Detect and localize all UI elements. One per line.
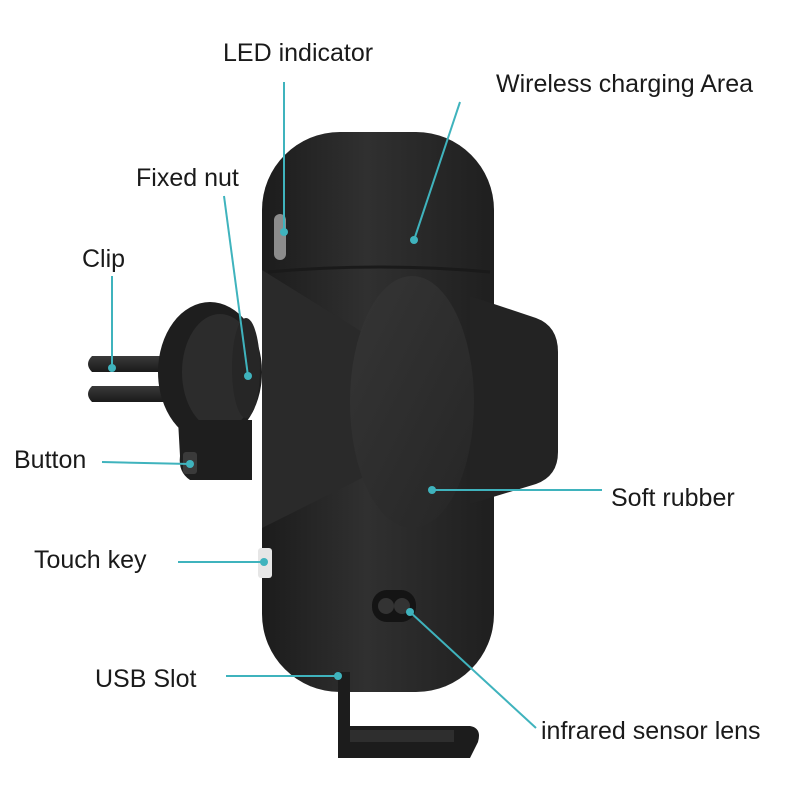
- leader-fixed-nut: [223, 195, 249, 377]
- bottom-foot-lip: [350, 730, 454, 742]
- dot-touch-key: [260, 558, 268, 566]
- right-wing: [470, 296, 558, 504]
- leader-ir-lens: [409, 611, 537, 729]
- ir-lens-left: [378, 598, 394, 614]
- dot-usb-slot: [334, 672, 342, 680]
- label-led-indicator: LED indicator: [223, 39, 374, 67]
- dot-clip: [108, 364, 116, 372]
- dot-fixed-nut: [244, 372, 252, 380]
- label-wireless-charging-area: Wireless charging Area: [496, 70, 754, 98]
- label-infrared-sensor-lens: infrared sensor lens: [541, 717, 761, 745]
- leader-wireless-area: [413, 101, 461, 241]
- top-rim: [267, 265, 491, 274]
- label-touch-key: Touch key: [34, 546, 147, 574]
- ir-lens-right: [394, 598, 410, 614]
- label-fixed-nut: Fixed nut: [136, 164, 239, 192]
- holder-body: [258, 132, 558, 758]
- leader-dots: [108, 228, 436, 680]
- label-clip: Clip: [82, 245, 126, 273]
- charging-pad: [350, 276, 474, 528]
- label-button: Button: [14, 446, 87, 474]
- dot-led: [280, 228, 288, 236]
- dot-soft-rubber: [428, 486, 436, 494]
- label-soft-rubber: Soft rubber: [611, 484, 735, 512]
- dot-button: [186, 460, 194, 468]
- dot-ir-lens: [406, 608, 414, 616]
- leader-button: [101, 461, 191, 465]
- vent-clip: [88, 302, 262, 480]
- dot-wireless-area: [410, 236, 418, 244]
- label-usb-slot: USB Slot: [95, 665, 197, 693]
- leader-lines: [101, 82, 602, 729]
- left-wing: [262, 270, 380, 528]
